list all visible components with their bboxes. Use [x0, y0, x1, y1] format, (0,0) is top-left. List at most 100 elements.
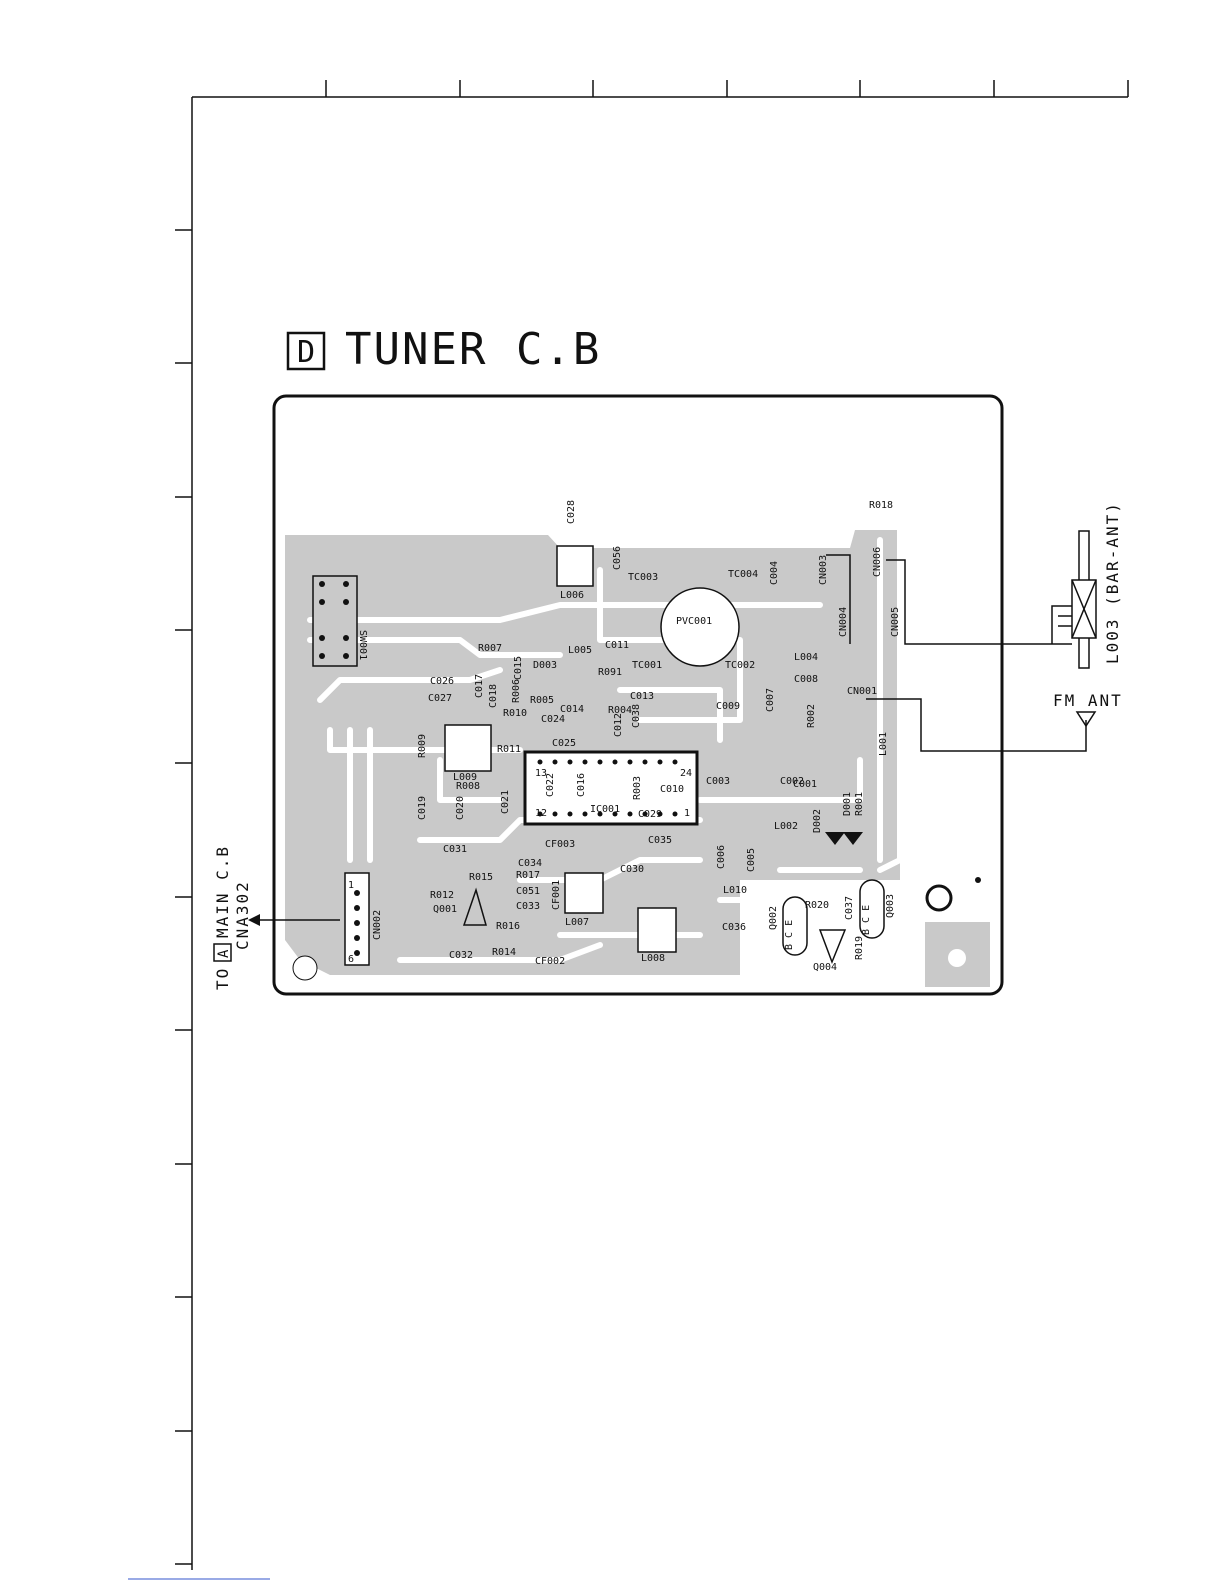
sheet-frame [175, 80, 1129, 1570]
main-board-letter: A [216, 949, 232, 958]
fm-antenna: FM ANT [866, 691, 1123, 752]
label-c056: C056 [612, 546, 623, 570]
label-r015: R015 [469, 872, 493, 883]
label-c028: C028 [566, 500, 577, 524]
label-r008: R008 [456, 781, 480, 792]
label-c025: C025 [552, 738, 576, 749]
label-q003: Q003 [885, 894, 896, 918]
label-tc001: TC001 [632, 660, 662, 671]
label-r012: R012 [430, 890, 454, 901]
label-c015: C015 [513, 656, 524, 680]
label-c038: C038 [631, 704, 642, 728]
label-r007: R007 [478, 643, 502, 654]
label-pin1: 1 [684, 808, 690, 819]
label-c018: C018 [488, 684, 499, 708]
label-c034: C034 [518, 858, 542, 869]
label-c032: C032 [449, 950, 473, 961]
label-r091: R091 [598, 667, 622, 678]
fm-antenna-label: FM ANT [1053, 691, 1123, 710]
label-r002: R002 [806, 704, 817, 728]
label-c019: C019 [417, 796, 428, 820]
label-c037: C037 [844, 896, 855, 920]
label-q004: Q004 [813, 962, 837, 973]
connector-cn002 [344, 872, 370, 966]
main-board-connector: CNA302 [233, 880, 252, 950]
label-c014: C014 [560, 704, 584, 715]
label-c031: C031 [443, 844, 467, 855]
label-c011: C011 [605, 640, 629, 651]
label-l010: L010 [723, 885, 747, 896]
label-r018: R018 [869, 500, 893, 511]
label-c051: C051 [516, 886, 540, 897]
label-cn001: CN001 [847, 686, 877, 697]
label-r009: R009 [417, 734, 428, 758]
bar-antenna: L003 (BAR-ANT) [826, 501, 1122, 669]
label-c008: C008 [794, 674, 818, 685]
label-c010: C010 [660, 784, 684, 795]
label-ic001: IC001 [590, 804, 620, 815]
label-c017: C017 [474, 674, 485, 698]
label-l009: L009 [453, 772, 477, 783]
label-bce-q002: B C E [784, 920, 795, 950]
label-cn002-pin1: 1 [348, 880, 354, 891]
label-c002: C002 [780, 776, 804, 787]
label-d003: D003 [533, 660, 557, 671]
label-cn006: CN006 [872, 547, 883, 577]
label-l006: L006 [560, 590, 584, 601]
label-tc004: TC004 [728, 569, 758, 580]
label-d002: D002 [812, 809, 823, 833]
label-q001: Q001 [433, 904, 457, 915]
diodes [825, 832, 863, 845]
label-pvc001: PVC001 [676, 616, 712, 627]
switch-sw001 [312, 575, 358, 667]
label-l002: L002 [774, 821, 798, 832]
page-title: TUNER C.B [345, 324, 601, 375]
pcb-traces [307, 502, 903, 963]
label-c029: C029 [638, 809, 662, 820]
label-r001: R001 [854, 792, 865, 816]
label-r011: R011 [497, 744, 521, 755]
component-labels: C028 R018 C056 L006 TC003 TC004 C004 CN0… [348, 500, 901, 973]
label-r016: R016 [496, 921, 520, 932]
label-pin13: 13 [535, 768, 547, 779]
label-c036: C036 [722, 922, 746, 933]
label-c016: C016 [576, 773, 587, 797]
main-board-name: MAIN C.B [213, 845, 232, 938]
label-tc003: TC003 [628, 572, 658, 583]
label-l008: L008 [641, 953, 665, 964]
label-cf003: CF003 [545, 839, 575, 850]
label-c004: C004 [769, 561, 780, 585]
label-r004: R004 [608, 705, 632, 716]
label-c020: C020 [455, 796, 466, 820]
label-cf002: CF002 [535, 956, 565, 967]
label-c027: C027 [428, 693, 452, 704]
label-c021: C021 [500, 790, 511, 814]
label-l001: L001 [878, 732, 889, 756]
label-cn002: CN002 [372, 910, 383, 940]
board-title: D TUNER C.B [286, 324, 601, 375]
label-c024: C024 [541, 714, 565, 725]
label-r010: R010 [503, 708, 527, 719]
label-d001: D001 [842, 792, 853, 816]
label-r005: R005 [530, 695, 554, 706]
main-board-letter-box [213, 943, 232, 962]
label-c035: C035 [648, 835, 672, 846]
variable-capacitor [660, 587, 740, 667]
label-c009: C009 [716, 701, 740, 712]
label-r019: R019 [854, 936, 865, 960]
label-l007: L007 [565, 917, 589, 928]
label-c003: C003 [706, 776, 730, 787]
transistor-outlines [462, 879, 885, 965]
to-label: TO [213, 967, 232, 990]
title-letter: D [297, 335, 315, 370]
label-r006: R006 [511, 679, 522, 703]
label-cn002-pin6: 6 [348, 954, 354, 965]
mounting-holes [292, 877, 981, 981]
label-cn005: CN005 [890, 607, 901, 637]
title-letter-box [286, 331, 326, 371]
main-board-link: TO A MAIN C.B CNA302 [213, 845, 340, 990]
label-r014: R014 [492, 947, 516, 958]
label-l004: L004 [794, 652, 818, 663]
label-q002: Q002 [768, 906, 779, 930]
